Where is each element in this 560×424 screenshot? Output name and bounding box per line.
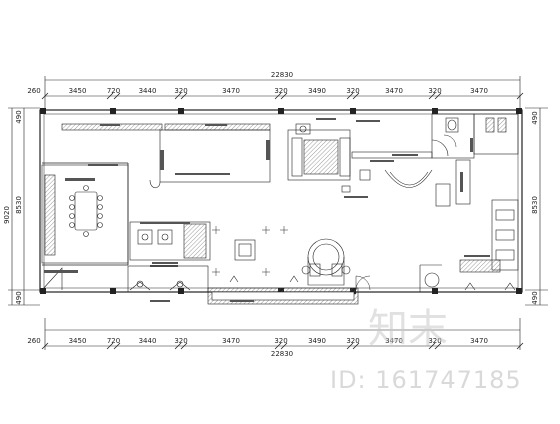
watermark-logo: 知末 (368, 306, 448, 352)
left-dimension-group (8, 107, 40, 306)
top-dimension-group (44, 76, 521, 110)
sofa-labels (316, 118, 394, 162)
top-dim-label: 320 (174, 87, 187, 95)
bottom-dim-label: 3450 (69, 337, 87, 345)
top-dimension-ticks: 260 3450 720 3440 320 3470 320 3490 320 3470 320 34… (27, 87, 524, 100)
right-total-dim: 8530 (531, 196, 539, 214)
reception-desk (341, 151, 433, 193)
bottom-dim-label: 320 (428, 337, 441, 345)
total-width-bottom: 22830 (271, 350, 293, 358)
bottom-tick (113, 342, 121, 350)
left-top-dim: 490 (15, 110, 23, 123)
top-dim-label: 3440 (139, 87, 157, 95)
top-edge-dim: 260 (27, 87, 40, 95)
right-part-dim: 490 (531, 291, 539, 304)
top-tick (113, 92, 121, 100)
bottom-dim-label: 320 (174, 337, 187, 345)
bottom-dim-label: 320 (346, 337, 359, 345)
bottom-tick (106, 342, 114, 350)
top-tick (516, 92, 524, 100)
top-tick (434, 92, 442, 100)
top-dim-label: 320 (346, 87, 359, 95)
bottom-edge-dim: 260 (27, 337, 40, 345)
sofa-group (287, 123, 351, 181)
bottom-dimension-group (44, 318, 521, 350)
round-feature (301, 238, 351, 286)
top-tick (106, 92, 114, 100)
left-total-dim: 9020 (3, 206, 11, 224)
total-width-top: 22830 (271, 71, 293, 79)
right-room-labels (460, 138, 490, 257)
door-swings (355, 134, 457, 291)
meeting-room (41, 164, 129, 291)
bottom-dim-label: 720 (107, 337, 120, 345)
top-tick (428, 92, 436, 100)
bottom-dim-label: 3470 (222, 337, 240, 345)
top-dim-label: 320 (274, 87, 287, 95)
bottom-tick (41, 342, 49, 350)
top-dim-label: 3470 (222, 87, 240, 95)
right-rooms (419, 113, 519, 292)
top-tick (352, 92, 360, 100)
top-dim-label: 3490 (308, 87, 326, 95)
bottom-dim-label: 3470 (385, 337, 403, 345)
bottom-tick (352, 342, 360, 350)
left-part-dim-1: 8530 (15, 196, 23, 214)
bottom-tick (280, 342, 288, 350)
bottom-dim-label: 320 (274, 337, 287, 345)
bottom-tick (428, 342, 436, 350)
bottom-tick (180, 342, 188, 350)
top-dim-label: 3470 (470, 87, 488, 95)
bottom-tick (346, 342, 354, 350)
columns-top (40, 108, 522, 114)
bottom-dimension-ticks: 260 3450 720 3440 320 3470 320 3490 320 3470 320 34… (27, 337, 524, 350)
bottom-tick (274, 342, 282, 350)
meeting-room-wall (42, 162, 129, 266)
bottom-tick (516, 342, 524, 350)
bottom-dim-label: 3470 (470, 337, 488, 345)
top-tick (346, 92, 354, 100)
left-part-dim-2: 490 (15, 291, 23, 304)
top-tick (174, 92, 182, 100)
top-dim-label: 3470 (385, 87, 403, 95)
bottom-tick (174, 342, 182, 350)
top-dim-label: 720 (107, 87, 120, 95)
top-tick (41, 92, 49, 100)
bottom-tick (434, 342, 442, 350)
bottom-dim-label: 3490 (308, 337, 326, 345)
top-tick (280, 92, 288, 100)
right-dimension-group (525, 107, 548, 306)
display-labels-top (100, 124, 270, 175)
central-exhibit (129, 221, 256, 261)
light-markers (212, 226, 288, 276)
top-dim-label: 3450 (69, 87, 87, 95)
top-tick (180, 92, 188, 100)
reception-labels (344, 154, 418, 198)
entrance-labels (150, 262, 254, 302)
top-tick (274, 92, 282, 100)
right-top-dim: 490 (531, 111, 539, 124)
top-dim-label: 320 (428, 87, 441, 95)
watermark-id-text: ID: 161747185 (330, 366, 522, 394)
bottom-dim-label: 3440 (139, 337, 157, 345)
meeting-room-labels (44, 164, 118, 273)
